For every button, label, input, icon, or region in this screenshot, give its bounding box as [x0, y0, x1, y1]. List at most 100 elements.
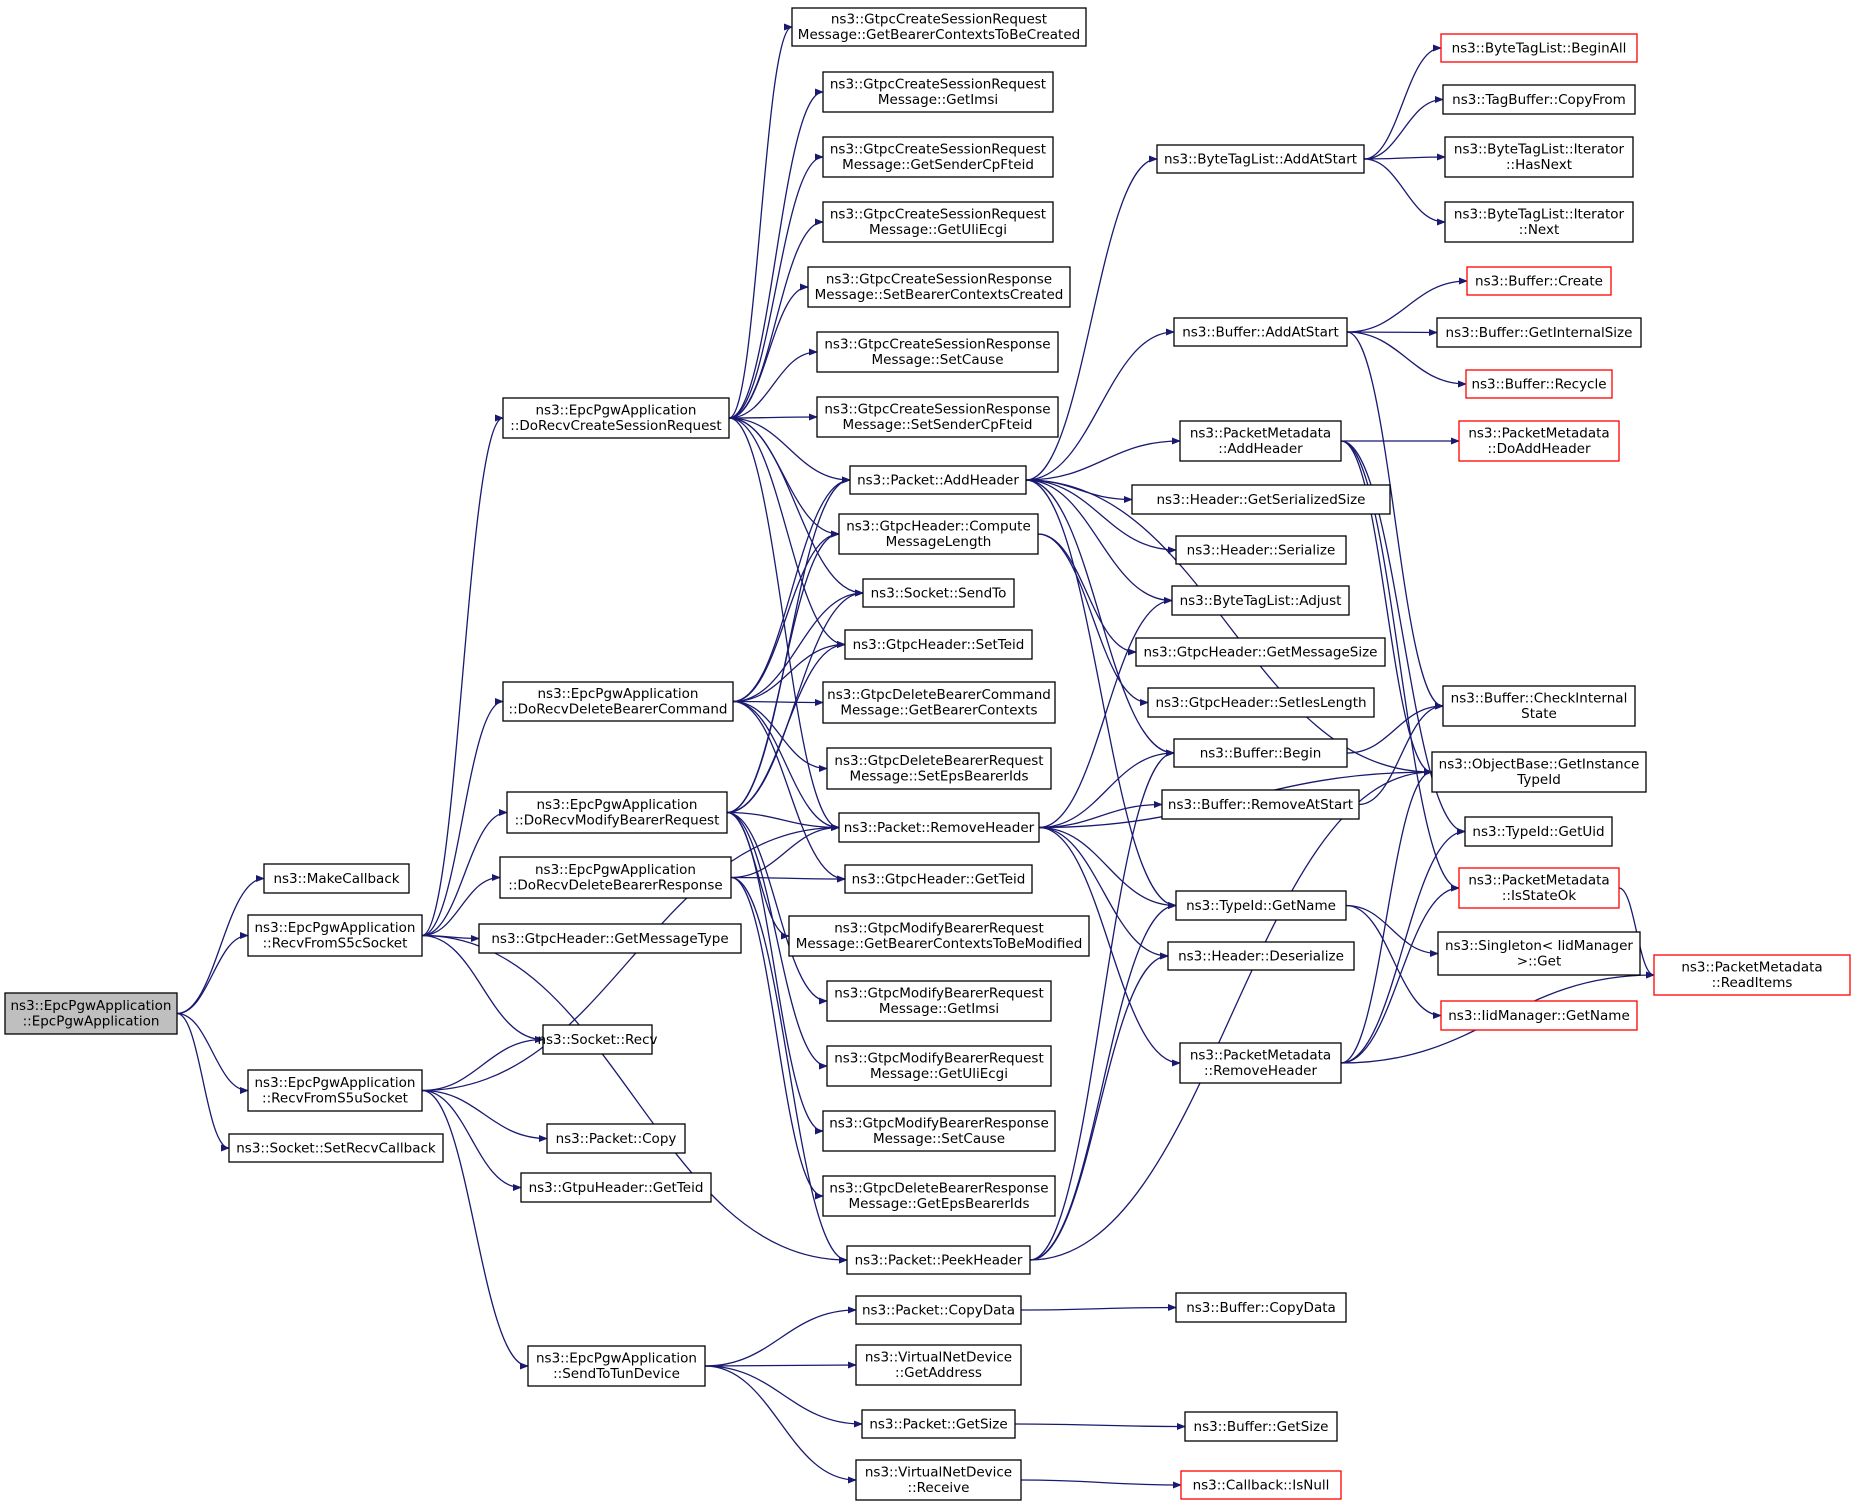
node-epcpgwapplication-dorecvcreatesessionrequest-label-line-1: ns3::EpcPgwApplication — [536, 403, 697, 419]
node-bytetaglist-beginall[interactable]: ns3::ByteTagList::BeginAll — [1440, 33, 1638, 63]
node-virtualnetdevice-receive-label-line-1: ns3::VirtualNetDevice — [865, 1465, 1012, 1481]
node-gtpcheader-getteid[interactable]: ns3::GtpcHeader::GetTeid — [844, 864, 1033, 894]
node-buffer-begin[interactable]: ns3::Buffer::Begin — [1173, 738, 1348, 768]
node-makecallback[interactable]: ns3::MakeCallback — [263, 863, 410, 894]
node-gtpccreatesessionrequestmessage-getbearercontextstobecreated-label-line-2: Message::GetBearerContextsToBeCreated — [798, 27, 1080, 43]
node-gtpcheader-getmessagesize[interactable]: ns3::GtpcHeader::GetMessageSize — [1135, 637, 1386, 667]
call-edge-epcpgwapplication-dorecvcreatesessionrequest-to-socket-sendto — [728, 417, 864, 597]
call-edge-epcpgwapplication-dorecvdeletebearerresponse-to-packet-peekheader — [730, 876, 848, 1264]
node-packetmetadata-readitems[interactable]: ns3::PacketMetadata::ReadItems — [1653, 954, 1851, 996]
node-bytetaglist-adjust[interactable]: ns3::ByteTagList::Adjust — [1171, 585, 1350, 616]
node-epcpgwapplication-epcpgwapplication[interactable]: ns3::EpcPgwApplication::EpcPgwApplicatio… — [4, 992, 178, 1035]
node-gtpccreatesessionresponsemessage-setbearercontextscreated[interactable]: ns3::GtpcCreateSessionResponseMessage::S… — [807, 266, 1071, 308]
node-packetmetadata-doaddheader[interactable]: ns3::PacketMetadata::DoAddHeader — [1458, 420, 1620, 462]
node-buffer-checkinternalstate-label-line-1: ns3::Buffer::CheckInternal — [1451, 691, 1628, 707]
call-edge-epcpgwapplication-recvfroms5csocket-to-epcpgwapplication-dorecvmodifybearerrequest — [421, 808, 508, 937]
node-buffer-addatstart[interactable]: ns3::Buffer::AddAtStart — [1173, 317, 1348, 347]
node-socket-recv[interactable]: ns3::Socket::Recv — [537, 1024, 658, 1055]
node-typeid-getuid[interactable]: ns3::TypeId::GetUid — [1464, 816, 1613, 847]
node-epcpgwapplication-recvfroms5usocket[interactable]: ns3::EpcPgwApplication::RecvFromS5uSocke… — [247, 1069, 423, 1112]
node-gtpccreatesessionrequestmessage-getuliecgi[interactable]: ns3::GtpcCreateSessionRequestMessage::Ge… — [822, 201, 1054, 243]
node-buffer-copydata[interactable]: ns3::Buffer::CopyData — [1175, 1292, 1347, 1323]
node-packet-addheader[interactable]: ns3::Packet::AddHeader — [849, 465, 1027, 495]
node-epcpgwapplication-recvfroms5csocket[interactable]: ns3::EpcPgwApplication::RecvFromS5cSocke… — [247, 914, 423, 957]
node-gtpcheader-setteid-label-line-1: ns3::GtpcHeader::SetTeid — [853, 637, 1025, 653]
node-makecallback-label-line-1: ns3::MakeCallback — [273, 871, 399, 887]
call-edge-packetmetadata-addheader-to-objectbase-getinstancetypeid — [1340, 440, 1433, 776]
node-virtualnetdevice-getaddress[interactable]: ns3::VirtualNetDevice::GetAddress — [855, 1344, 1022, 1386]
node-header-deserialize-label-line-1: ns3::Header::Deserialize — [1178, 948, 1344, 964]
node-iidmanager-getname[interactable]: ns3::IidManager::GetName — [1440, 1000, 1638, 1031]
node-socket-setrecvcallback[interactable]: ns3::Socket::SetRecvCallback — [228, 1133, 444, 1163]
call-edge-epcpgwapplication-sendtotundevice-to-virtualnetdevice-receive — [704, 1365, 857, 1484]
node-gtpccreatesessionrequestmessage-getsendercpfteid[interactable]: ns3::GtpcCreateSessionRequestMessage::Ge… — [822, 136, 1054, 178]
node-gtpcmodifybearerrequestmessage-getbearercontextstobemodified[interactable]: ns3::GtpcModifyBearerRequestMessage::Get… — [788, 915, 1090, 957]
node-gtpcheader-setieslength[interactable]: ns3::GtpcHeader::SetIesLength — [1147, 687, 1375, 718]
node-gtpccreatesessionrequestmessage-getimsi[interactable]: ns3::GtpcCreateSessionRequestMessage::Ge… — [822, 71, 1054, 113]
node-gtpccreatesessionresponsemessage-setcause[interactable]: ns3::GtpcCreateSessionResponseMessage::S… — [816, 331, 1059, 373]
node-gtpuheader-getteid[interactable]: ns3::GtpuHeader::GetTeid — [520, 1172, 712, 1203]
node-bytetaglist-iterator-next-label-line-2: ::Next — [1519, 222, 1560, 238]
node-bytetaglist-iterator-next[interactable]: ns3::ByteTagList::Iterator::Next — [1444, 201, 1634, 243]
node-bytetaglist-iterator-hasnext[interactable]: ns3::ByteTagList::Iterator::HasNext — [1444, 136, 1634, 178]
node-packet-removeheader[interactable]: ns3::Packet::RemoveHeader — [838, 812, 1040, 843]
node-virtualnetdevice-receive-label-line-2: ::Receive — [908, 1480, 970, 1496]
node-epcpgwapplication-dorecvdeletebearerresponse[interactable]: ns3::EpcPgwApplication::DoRecvDeleteBear… — [499, 856, 732, 899]
node-packet-copy[interactable]: ns3::Packet::Copy — [546, 1123, 686, 1154]
node-gtpcmodifybearerrequestmessage-getimsi-box — [826, 980, 1052, 1022]
node-packetmetadata-addheader[interactable]: ns3::PacketMetadata::AddHeader — [1179, 420, 1342, 462]
node-gtpcmodifybearerrequestmessage-getimsi[interactable]: ns3::GtpcModifyBearerRequestMessage::Get… — [826, 980, 1052, 1022]
node-packetmetadata-removeheader[interactable]: ns3::PacketMetadata::RemoveHeader — [1179, 1042, 1342, 1084]
node-epcpgwapplication-dorecvcreatesessionrequest[interactable]: ns3::EpcPgwApplication::DoRecvCreateSess… — [502, 397, 730, 439]
node-buffer-recycle[interactable]: ns3::Buffer::Recycle — [1465, 369, 1613, 399]
node-packetmetadata-addheader-label-line-1: ns3::PacketMetadata — [1190, 426, 1331, 442]
node-virtualnetdevice-receive[interactable]: ns3::VirtualNetDevice::Receive — [855, 1459, 1022, 1501]
call-edge-epcpgwapplication-dorecvdeletebearercommand-to-packet-addheader — [732, 476, 851, 703]
node-packet-copydata[interactable]: ns3::Packet::CopyData — [855, 1295, 1022, 1325]
node-gtpcheader-setteid[interactable]: ns3::GtpcHeader::SetTeid — [844, 629, 1033, 660]
node-gtpcheader-getmessagesize-label-line-1: ns3::GtpcHeader::GetMessageSize — [1144, 644, 1378, 660]
node-buffer-getsize[interactable]: ns3::Buffer::GetSize — [1184, 1411, 1338, 1442]
node-typeid-getname[interactable]: ns3::TypeId::GetName — [1175, 890, 1347, 921]
node-gtpccreatesessionrequestmessage-getbearercontextstobecreated[interactable]: ns3::GtpcCreateSessionRequestMessage::Ge… — [791, 7, 1087, 47]
node-packet-peekheader[interactable]: ns3::Packet::PeekHeader — [846, 1245, 1031, 1275]
node-packetmetadata-readitems-label-line-1: ns3::PacketMetadata — [1681, 960, 1822, 976]
node-buffer-create[interactable]: ns3::Buffer::Create — [1466, 266, 1612, 296]
node-epcpgwapplication-recvfroms5usocket-label-line-1: ns3::EpcPgwApplication — [255, 1075, 416, 1091]
node-buffer-getinternalsize[interactable]: ns3::Buffer::GetInternalSize — [1436, 317, 1642, 348]
node-tagbuffer-copyfrom[interactable]: ns3::TagBuffer::CopyFrom — [1442, 84, 1636, 115]
call-edge-packet-addheader-to-packetmetadata-addheader — [1025, 437, 1181, 481]
node-bytetaglist-addatstart[interactable]: ns3::ByteTagList::AddAtStart — [1156, 144, 1365, 174]
node-singleton-iidmanager-get[interactable]: ns3::Singleton< IidManager >::Get — [1437, 931, 1641, 976]
node-gtpcdeletebearercommandmessage-getbearercontexts[interactable]: ns3::GtpcDeleteBearerCommandMessage::Get… — [822, 681, 1056, 724]
node-header-deserialize[interactable]: ns3::Header::Deserialize — [1167, 941, 1355, 971]
node-gtpcmodifybearerrequestmessage-getuliecgi[interactable]: ns3::GtpcModifyBearerRequestMessage::Get… — [826, 1045, 1052, 1087]
node-gtpcdeletebearerresponsemessage-getepsbearerids-box — [822, 1175, 1056, 1217]
node-bytetaglist-iterator-hasnext-box — [1444, 136, 1634, 178]
node-gtpcheader-getmessagetype[interactable]: ns3::GtpcHeader::GetMessageType — [478, 923, 742, 954]
node-socket-sendto[interactable]: ns3::Socket::SendTo — [862, 578, 1015, 608]
node-gtpccreatesessionrequestmessage-getuliecgi-label-line-2: Message::GetUliEcgi — [869, 222, 1007, 238]
node-gtpccreatesessionresponsemessage-setsendercpfteid[interactable]: ns3::GtpcCreateSessionResponseMessage::S… — [816, 396, 1059, 438]
node-buffer-removeatstart[interactable]: ns3::Buffer::RemoveAtStart — [1161, 789, 1360, 820]
node-header-getserializedsize[interactable]: ns3::Header::GetSerializedSize — [1131, 484, 1391, 515]
node-callback-isnull[interactable]: ns3::Callback::IsNull — [1180, 1470, 1342, 1500]
node-epcpgwapplication-dorecvmodifybearerrequest[interactable]: ns3::EpcPgwApplication::DoRecvModifyBear… — [506, 791, 728, 834]
call-edge-packet-addheader-to-buffer-addatstart — [1025, 328, 1175, 481]
node-gtpcmodifybearerresponsemessage-setcause[interactable]: ns3::GtpcModifyBearerResponseMessage::Se… — [822, 1110, 1056, 1152]
node-packet-getsize[interactable]: ns3::Packet::GetSize — [861, 1409, 1016, 1439]
node-packetmetadata-isstateok[interactable]: ns3::PacketMetadata::IsStateOk — [1458, 867, 1620, 909]
node-epcpgwapplication-dorecvcreatesessionrequest-box — [502, 397, 730, 439]
node-iidmanager-getname-label-line-1: ns3::IidManager::GetName — [1448, 1008, 1630, 1024]
node-gtpcdeletebearerresponsemessage-getepsbearerids[interactable]: ns3::GtpcDeleteBearerResponseMessage::Ge… — [822, 1175, 1056, 1217]
node-header-serialize[interactable]: ns3::Header::Serialize — [1175, 535, 1347, 565]
node-gtpcdeletebearerrequestmessage-setepsbearerids[interactable]: ns3::GtpcDeleteBearerRequestMessage::Set… — [826, 747, 1052, 790]
node-epcpgwapplication-dorecvdeletebearercommand[interactable]: ns3::EpcPgwApplication::DoRecvDeleteBear… — [502, 681, 734, 722]
node-packetmetadata-isstateok-box — [1458, 867, 1620, 909]
node-gtpcdeletebearerrequestmessage-setepsbearerids-label-line-2: Message::SetEpsBearerIds — [849, 769, 1028, 785]
node-epcpgwapplication-epcpgwapplication-box — [4, 992, 178, 1035]
node-epcpgwapplication-sendtotundevice[interactable]: ns3::EpcPgwApplication::SendToTunDevice — [527, 1345, 706, 1387]
